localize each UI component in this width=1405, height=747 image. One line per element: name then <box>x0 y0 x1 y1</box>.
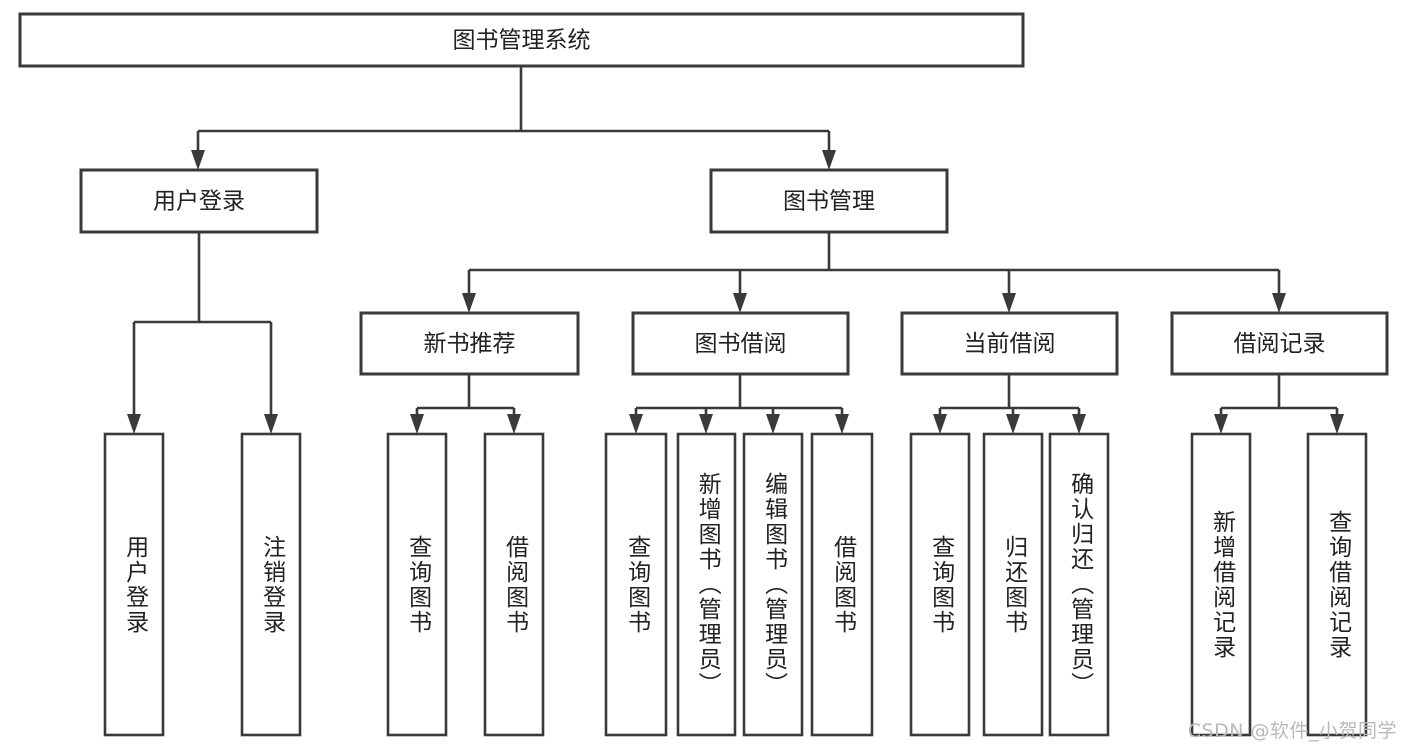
book-manage-drop-1-arrowhead <box>733 293 747 313</box>
node-label-current-borrow: 当前借阅 <box>964 331 1056 357</box>
node-box-leaf-query-book-1[interactable] <box>386 432 448 737</box>
group-current-borrow-drop-1-arrowhead <box>1006 414 1020 434</box>
watermark-credit: CSDN @软件_小贺同学 <box>1187 720 1397 742</box>
group-book-borrow-drop-0-arrowhead <box>629 414 643 434</box>
group-new-book-recommend-drop-1-arrowhead <box>507 414 521 434</box>
node-box-leaf-borrow-book-2[interactable] <box>810 432 874 737</box>
book-manage-drop-2-arrowhead <box>1002 293 1016 313</box>
node-box-borrow-record[interactable] <box>1170 311 1389 376</box>
group-current-borrow-drop-0-arrowhead <box>933 414 947 434</box>
node-label-new-book-recommend: 新书推荐 <box>424 331 516 357</box>
group-book-borrow-drop-2-arrowhead <box>766 414 780 434</box>
node-box-book-borrow[interactable] <box>631 311 850 376</box>
boxes-layer <box>18 12 1389 737</box>
node-box-leaf-query-book-2[interactable] <box>604 432 668 737</box>
root-drop-0-arrowhead <box>191 150 205 170</box>
node-box-leaf-user-login[interactable] <box>103 432 165 737</box>
group-current-borrow-drop-2-arrowhead <box>1072 414 1086 434</box>
node-box-leaf-return-book[interactable] <box>982 432 1044 737</box>
node-box-leaf-query-book-3[interactable] <box>909 432 971 737</box>
user-login-drop-0-arrowhead <box>127 414 141 434</box>
group-new-book-recommend-drop-0-arrowhead <box>410 414 424 434</box>
node-box-current-borrow[interactable] <box>900 311 1119 376</box>
node-box-user-login[interactable] <box>79 168 319 234</box>
group-book-borrow-drop-1-arrowhead <box>699 414 713 434</box>
node-label-root: 图书管理系统 <box>453 28 591 54</box>
node-label-user-login: 用户登录 <box>153 189 245 215</box>
node-label-book-borrow: 图书借阅 <box>695 331 787 357</box>
node-box-leaf-edit-book-admin[interactable] <box>742 432 804 737</box>
group-borrow-record-drop-1-arrowhead <box>1330 414 1344 434</box>
node-box-leaf-add-book-admin[interactable] <box>676 432 737 737</box>
book-manage-drop-3-arrowhead <box>1272 293 1286 313</box>
node-box-leaf-query-borrow-record[interactable] <box>1306 432 1368 737</box>
group-borrow-record-drop-0-arrowhead <box>1214 414 1228 434</box>
node-box-new-book-recommend[interactable] <box>359 311 580 376</box>
user-login-drop-1-arrowhead <box>264 414 278 434</box>
node-box-leaf-confirm-return-admin[interactable] <box>1048 432 1110 737</box>
group-book-borrow-drop-3-arrowhead <box>835 414 849 434</box>
connectors-layer <box>127 66 1344 434</box>
book-manage-drop-0-arrowhead <box>462 293 476 313</box>
node-box-book-manage[interactable] <box>709 168 949 234</box>
node-box-leaf-add-borrow-record[interactable] <box>1190 432 1252 737</box>
node-label-borrow-record: 借阅记录 <box>1234 331 1326 357</box>
node-box-root[interactable] <box>18 12 1025 68</box>
root-drop-1-arrowhead <box>822 150 836 170</box>
node-box-leaf-borrow-book-1[interactable] <box>483 432 545 737</box>
node-label-book-manage: 图书管理 <box>783 189 875 215</box>
node-box-leaf-logout[interactable] <box>240 432 302 737</box>
